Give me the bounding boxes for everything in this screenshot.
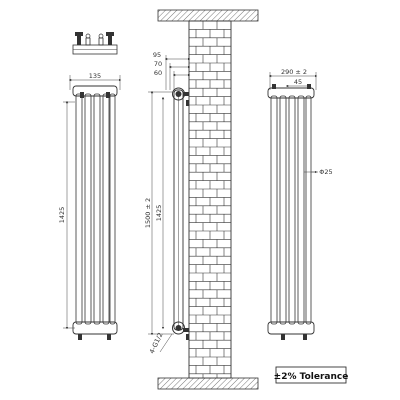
tolerance-note: ±2% Tolerance: [274, 366, 349, 384]
dim-95-label: 95: [153, 51, 161, 59]
valve-kit-icon: [72, 32, 118, 55]
brick-wall: [157, 9, 259, 390]
front-height-label: 1425: [58, 207, 66, 224]
front-view-radiator: 135 1425: [58, 72, 122, 340]
dim-70-label: 70: [154, 60, 162, 68]
ceiling-slab: [157, 9, 259, 22]
pipe-diameter-label: Φ25: [319, 168, 332, 176]
front-width-label: 135: [89, 72, 101, 80]
dim-60-label: 60: [154, 69, 162, 77]
rear-offset-label: 45: [294, 78, 302, 86]
brick-courses: [189, 20, 231, 378]
rear-width-label: 290 ± 2: [281, 68, 307, 76]
center-height-label: 1500 ± 2: [144, 198, 152, 228]
floor-slab: [157, 377, 259, 390]
front-tubes: [75, 93, 116, 325]
tolerance-text: ±2% Tolerance: [274, 372, 349, 382]
rear-tubes: [270, 95, 312, 325]
side-view-radiator: 95 70 60 1500 ± 2 1425 4-G1/2: [144, 51, 191, 355]
rear-view-radiator: 290 ± 2 45 Φ25: [267, 68, 333, 340]
pipe-thread-label: 4-G1/2: [148, 331, 165, 355]
side-height-label: 1425: [155, 205, 163, 222]
